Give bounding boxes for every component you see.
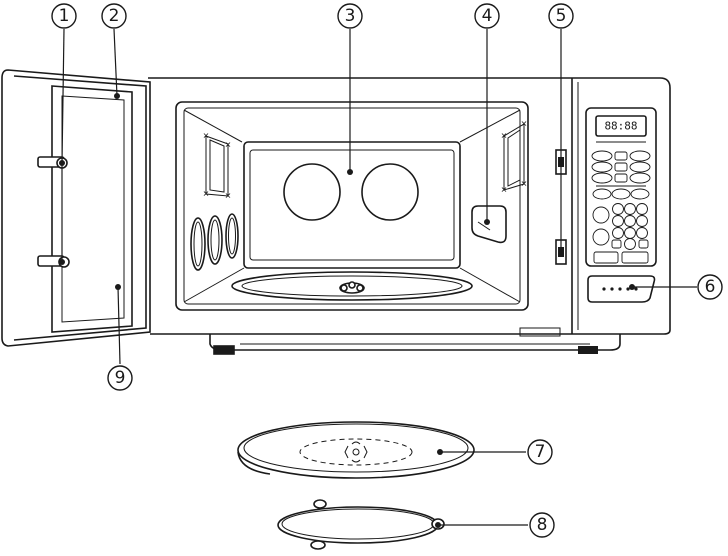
- callout-4-label: 4: [482, 6, 493, 26]
- svg-text:✕: ✕: [521, 180, 528, 189]
- callout-7-label: 7: [535, 442, 546, 462]
- panel-button-12[interactable]: [630, 188, 650, 200]
- leader-lines: [61, 28, 697, 526]
- oven-cavity: ✕ ✕ ✕ ✕ ✕ ✕ ✕ ✕: [175, 101, 529, 311]
- callout-2: 2: [101, 3, 127, 29]
- panel-button-10[interactable]: [592, 188, 612, 200]
- key-right[interactable]: [638, 239, 649, 249]
- control-panel-display-text: 88:88: [604, 120, 637, 133]
- cabinet: [148, 77, 671, 355]
- panel-button-4[interactable]: [591, 161, 613, 173]
- callout-3-label: 3: [345, 6, 356, 26]
- callout-2-label: 2: [109, 6, 120, 26]
- key-5[interactable]: [624, 215, 636, 227]
- callout-6-label: 6: [705, 277, 716, 297]
- callout-5-label: 5: [556, 6, 567, 26]
- callout-5: 5: [548, 3, 574, 29]
- door: [1, 69, 151, 347]
- svg-text:✕: ✕: [521, 120, 528, 129]
- callout-1: 1: [51, 3, 77, 29]
- number-keypad: [611, 203, 649, 250]
- cavity-back-wall: [243, 141, 461, 269]
- power-button[interactable]: [592, 206, 610, 224]
- cavity-vent-left: [283, 163, 341, 221]
- key-3[interactable]: [636, 203, 648, 215]
- panel-button-8[interactable]: [614, 173, 628, 183]
- panel-button-5[interactable]: [614, 162, 628, 172]
- panel-button-3[interactable]: [629, 150, 651, 162]
- panel-button-1[interactable]: [591, 150, 613, 162]
- side-vent-slots: [190, 213, 239, 271]
- cavity-vent-right: [361, 163, 419, 221]
- panel-button-2[interactable]: [614, 151, 628, 161]
- callout-3: 3: [337, 3, 363, 29]
- glass-tray: [237, 421, 475, 479]
- panel-button-7[interactable]: [591, 172, 613, 184]
- svg-text:✕: ✕: [203, 190, 210, 199]
- control-panel-display: [595, 115, 647, 137]
- panel-button-6[interactable]: [629, 161, 651, 173]
- svg-text:✕: ✕: [225, 192, 232, 201]
- callout-8-label: 8: [537, 515, 548, 535]
- stop-button[interactable]: [593, 251, 619, 264]
- key-9[interactable]: [636, 227, 648, 239]
- start-button[interactable]: [621, 251, 649, 264]
- panel-button-9[interactable]: [629, 172, 651, 184]
- svg-text:✕: ✕: [501, 132, 508, 141]
- rack-support-left: ✕ ✕ ✕ ✕: [203, 132, 232, 201]
- door-window: [51, 85, 133, 333]
- key-7[interactable]: [612, 227, 624, 239]
- callout-8: 8: [529, 512, 555, 538]
- key-8[interactable]: [624, 227, 636, 239]
- door-release-button[interactable]: [587, 275, 656, 303]
- callout-6: 6: [697, 274, 723, 300]
- key-left[interactable]: [611, 239, 622, 249]
- turntable-in-oven: [231, 271, 473, 301]
- key-6[interactable]: [636, 215, 648, 227]
- callout-9-label: 9: [115, 368, 126, 388]
- tray-hub: [344, 441, 368, 463]
- defrost-button[interactable]: [592, 228, 610, 246]
- callout-9: 9: [107, 365, 133, 391]
- svg-text:✕: ✕: [203, 132, 210, 141]
- svg-text:✕: ✕: [225, 141, 232, 150]
- callout-7: 7: [527, 439, 553, 465]
- callout-4: 4: [474, 3, 500, 29]
- panel-button-11[interactable]: [611, 188, 631, 200]
- svg-text:✕: ✕: [501, 186, 508, 195]
- control-panel: 88:88: [585, 107, 657, 267]
- rack-support-right: ✕ ✕ ✕ ✕: [501, 120, 528, 195]
- roller-ring: [277, 499, 445, 550]
- callout-1-label: 1: [59, 6, 70, 26]
- key-0[interactable]: [624, 238, 636, 250]
- pointer-dots: [59, 93, 635, 528]
- key-2[interactable]: [624, 203, 636, 215]
- key-4[interactable]: [612, 215, 624, 227]
- key-1[interactable]: [612, 203, 624, 215]
